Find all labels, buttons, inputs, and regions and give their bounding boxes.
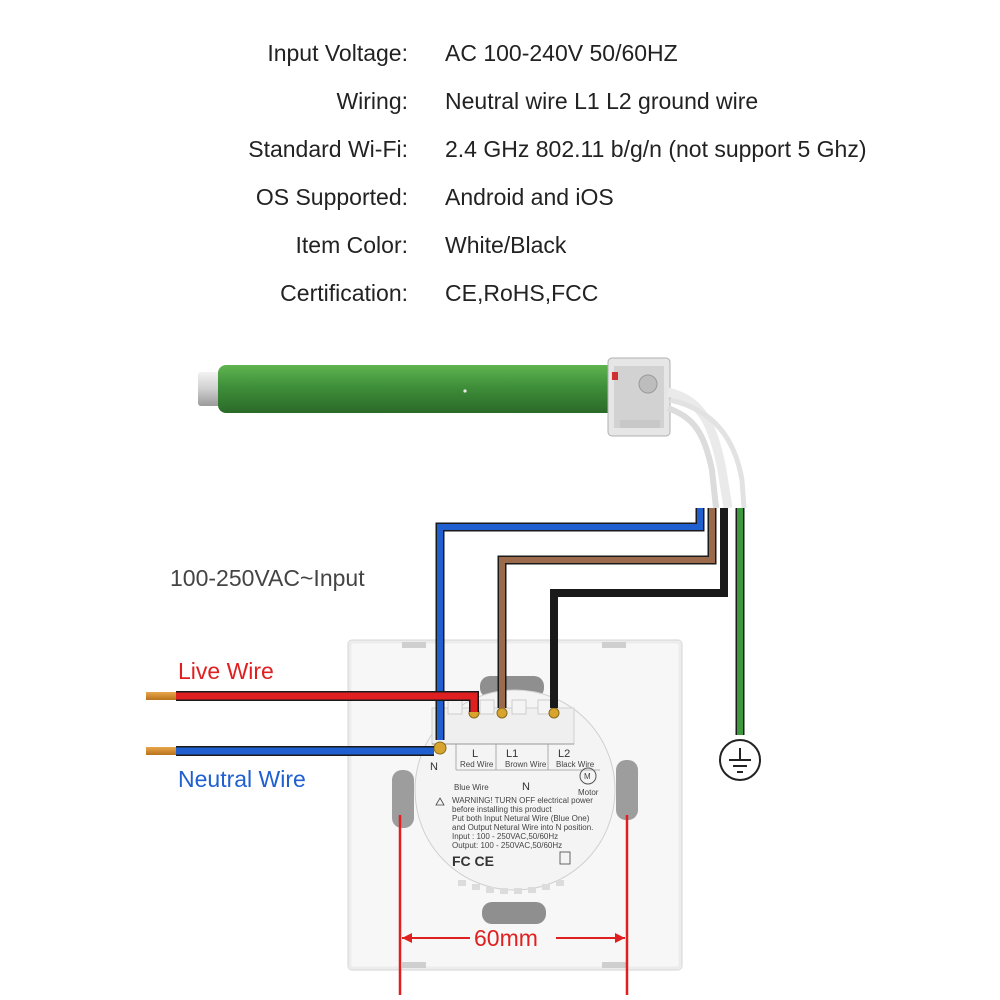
brown-wire-label: Brown Wire — [505, 760, 547, 769]
black-wire-label: Black Wire — [556, 760, 595, 769]
live-wire-copper — [146, 692, 178, 700]
spec-row-wiring: Wiring: Neutral wire L1 L2 ground wire — [0, 88, 1000, 122]
motor-cable-2 — [666, 405, 719, 509]
spec-row-certification: Certification: CE,RoHS,FCC — [0, 280, 1000, 314]
motor-tube — [218, 365, 616, 413]
blue-motor-wire — [437, 508, 703, 740]
spec-row-os: OS Supported: Android and iOS — [0, 184, 1000, 218]
motor-symbol — [579, 767, 597, 785]
blue-wire-label: Blue Wire — [454, 783, 489, 792]
cert-marks: FC CE — [452, 853, 494, 869]
spec-row-input-voltage: Input Voltage: AC 100-240V 50/60HZ — [0, 40, 1000, 74]
spec-value: Neutral wire L1 L2 ground wire — [445, 88, 759, 114]
recycle-bin-icon — [559, 851, 571, 865]
tubular-motor — [198, 357, 747, 509]
switch-plate: N L L1 L2 Red Wire Brown Wire Black Wire… — [347, 639, 683, 971]
warning-icon — [435, 797, 445, 806]
warning-line-1: WARNING! TURN OFF electrical power — [452, 796, 593, 805]
neutral-wire — [146, 746, 434, 756]
warning-line-2: before installing this product — [452, 805, 552, 814]
ground-icon — [719, 739, 761, 781]
terminal-label-l1: L1 — [506, 748, 518, 760]
mount-slot-left — [392, 770, 414, 828]
terminal-label-n-center: N — [522, 781, 530, 793]
spec-row-color: Item Color: White/Black — [0, 232, 1000, 266]
live-wire-label: Live Wire — [178, 658, 274, 684]
label-line-4: and Output Netural Wire into N position. — [452, 823, 593, 832]
label-line-3: Put both Input Netural Wire (Blue One) — [452, 814, 590, 823]
motor-cable-3 — [669, 397, 747, 509]
motor-head — [607, 357, 671, 437]
spec-label: Certification: — [280, 280, 408, 306]
neutral-wire-label: Neutral Wire — [178, 766, 306, 792]
black-motor-wire — [550, 508, 728, 708]
motor-wires — [435, 508, 745, 740]
spec-value: Android and iOS — [445, 184, 614, 210]
motor-symbol-letter: M — [584, 772, 591, 781]
terminal-label-n: N — [430, 761, 438, 773]
brown-motor-wire — [499, 508, 715, 708]
terminal-label-l: L — [472, 748, 478, 760]
dimension-marker — [398, 815, 629, 995]
motor-dot — [463, 389, 467, 393]
spec-value: 2.4 GHz 802.11 b/g/n (not support 5 Ghz) — [445, 136, 867, 162]
input-caption: 100-250VAC~Input — [170, 565, 365, 591]
terminal-label-l2: L2 — [558, 748, 570, 760]
spec-value: AC 100-240V 50/60HZ — [445, 40, 678, 66]
label-line-5: Input : 100 - 250VAC,50/60Hz — [452, 832, 558, 841]
spec-label: OS Supported: — [255, 184, 408, 210]
spec-value: CE,RoHS,FCC — [445, 280, 599, 306]
live-wire — [146, 691, 479, 712]
neutral-wire-copper — [146, 747, 178, 755]
terminal-screw-l2 — [548, 707, 560, 719]
label-line-6: Output: 100 - 250VAC,50/60Hz — [452, 841, 562, 850]
terminal-screw-n — [433, 741, 447, 755]
spec-label: Standard Wi-Fi: — [248, 136, 408, 162]
motor-symbol-label: Motor — [578, 788, 599, 797]
spec-label: Input Voltage: — [267, 40, 408, 66]
mount-slot-right — [616, 760, 638, 820]
spec-label: Wiring: — [336, 88, 408, 114]
dimension-label: 60mm — [474, 925, 538, 951]
mount-slot-bottom — [482, 902, 546, 924]
spec-label: Item Color: — [295, 232, 408, 258]
terminal-screw-l1 — [496, 707, 508, 719]
spec-row-wifi: Standard Wi-Fi: 2.4 GHz 802.11 b/g/n (no… — [0, 136, 1000, 170]
red-wire-label: Red Wire — [460, 760, 494, 769]
spec-value: White/Black — [445, 232, 567, 258]
motor-cable — [666, 387, 733, 509]
